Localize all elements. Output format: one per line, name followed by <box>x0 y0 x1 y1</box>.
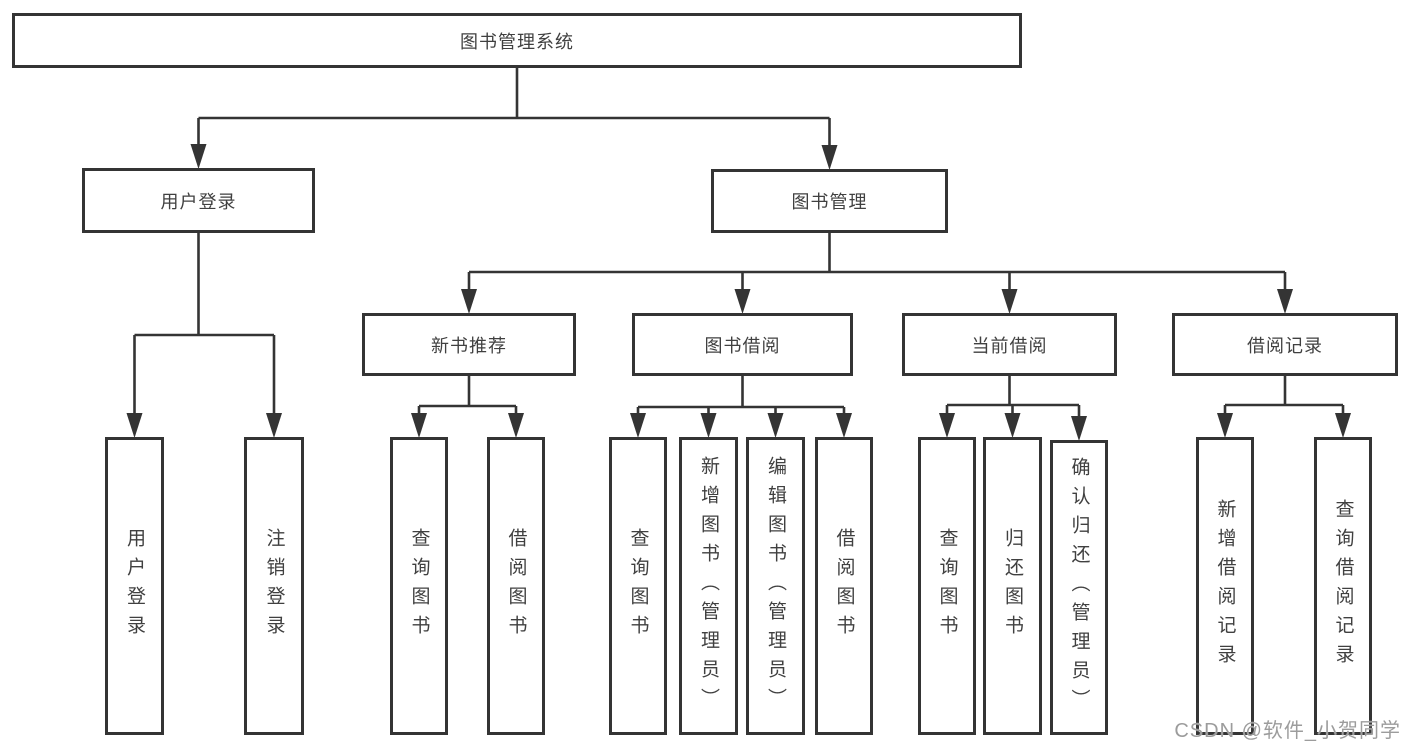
node-label: 新书推荐 <box>431 335 507 356</box>
node-label: 查询借阅记录 <box>1332 499 1354 673</box>
leaf-user-login: 用户登录 <box>105 437 164 735</box>
node-label: 用户登录 <box>160 191 237 212</box>
node-label: 新增借阅记录 <box>1214 499 1236 673</box>
node-label: 当前借阅 <box>971 335 1048 356</box>
leaf-edit-books-admin: 编辑图书（管理员） <box>746 437 805 735</box>
node-label: 注销登录 <box>263 528 285 644</box>
node-label: 编辑图书（管理员） <box>765 455 786 717</box>
node-label: 归还图书 <box>1002 528 1023 644</box>
node-label: 新增图书（管理员） <box>698 455 719 717</box>
node-library-management-system: 图书管理系统 <box>12 13 1022 68</box>
node-borrow-records: 借阅记录 <box>1172 313 1398 376</box>
leaf-query-borrow-record: 查询借阅记录 <box>1314 437 1372 735</box>
node-user-login: 用户登录 <box>82 168 315 233</box>
leaf-query-books-current: 查询图书 <box>918 437 976 735</box>
leaf-query-books-borrowing: 查询图书 <box>609 437 667 735</box>
leaf-return-books: 归还图书 <box>983 437 1042 735</box>
leaf-borrow-books-borrowing: 借阅图书 <box>815 437 873 735</box>
node-label: 图书管理 <box>791 192 868 212</box>
leaf-query-books-recommendation: 查询图书 <box>390 437 448 735</box>
node-book-borrowing: 图书借阅 <box>632 313 853 376</box>
node-new-book-recommendation: 新书推荐 <box>362 313 576 376</box>
node-label: 查询图书 <box>936 528 958 644</box>
node-current-borrowing: 当前借阅 <box>902 313 1117 376</box>
node-label: 查询图书 <box>408 528 430 644</box>
node-label: 借阅记录 <box>1247 335 1323 356</box>
node-label: 图书借阅 <box>704 335 781 356</box>
leaf-confirm-return-admin: 确认归还（管理员） <box>1050 440 1108 735</box>
node-label: 图书管理系统 <box>460 31 574 52</box>
leaf-add-books-admin: 新增图书（管理员） <box>679 437 738 735</box>
node-book-management: 图书管理 <box>711 169 948 233</box>
node-label: 查询图书 <box>627 528 649 644</box>
leaf-logout: 注销登录 <box>244 437 304 735</box>
node-label: 确认归还（管理员） <box>1068 457 1090 718</box>
node-label: 用户登录 <box>124 528 145 644</box>
csdn-watermark: CSDN @软件_小贺同学 <box>1174 720 1401 742</box>
node-label: 借阅图书 <box>505 528 527 644</box>
leaf-borrow-books-recommendation: 借阅图书 <box>487 437 545 735</box>
leaf-add-borrow-record: 新增借阅记录 <box>1196 437 1254 735</box>
node-label: 借阅图书 <box>833 528 855 644</box>
